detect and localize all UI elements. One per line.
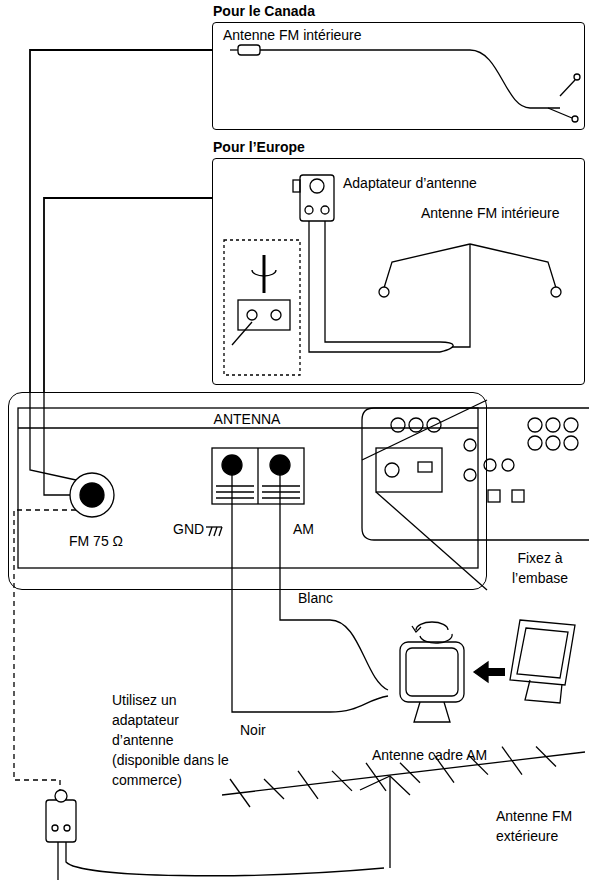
antenna-adapter	[293, 175, 470, 352]
antenna-cable	[44, 198, 212, 392]
instruction-note: Fixez à l’embase	[494, 548, 586, 588]
antenna-element	[536, 747, 556, 767]
fm-wire	[30, 392, 76, 480]
text-label: Antenne FM intérieure	[421, 205, 560, 222]
outdoor-antenna-adapter	[46, 790, 384, 880]
part-name: Antenne cadre AM	[372, 745, 487, 765]
antenna-panel-frame	[18, 408, 478, 568]
antenna-cable	[30, 50, 212, 392]
region-box: Pour l’EuropeAdaptateur d’antenneAntenne…	[212, 158, 585, 385]
indoor-fm-dipole	[379, 244, 561, 297]
wire-color-label: Noir	[240, 720, 266, 740]
antenna-panel: ANTENNA FM 75 Ω GND AM	[8, 392, 487, 590]
text-label: Adaptateur d’antenne	[343, 175, 477, 192]
fm-wire	[44, 392, 70, 495]
text-label: Antenne FM intérieure	[223, 27, 362, 44]
am-wire-white	[280, 465, 388, 690]
instruction-note: Utilisez un adaptateur d’antenne (dispon…	[112, 690, 240, 790]
indoor-fm-antenna	[230, 45, 580, 122]
terminal-detail-inset	[224, 240, 300, 375]
region-heading: Pour le Canada	[213, 3, 315, 20]
antenna-element	[264, 779, 284, 799]
antenna-element	[298, 771, 318, 799]
outdoor-fm-antenna	[222, 747, 585, 868]
part-name: Antenne FM extérieure	[496, 806, 584, 846]
wire-color-label: Blanc	[298, 588, 333, 608]
antenna-element	[400, 763, 420, 783]
am-wire-black	[232, 465, 388, 712]
region-box: Pour le CanadaAntenne FM intérieure	[212, 22, 585, 130]
text-label: ANTENNA	[214, 411, 281, 428]
antenna-element	[502, 747, 522, 775]
antenna-element	[366, 763, 386, 791]
text-label: GND	[173, 521, 204, 538]
am-loop-antenna	[400, 620, 575, 722]
region-heading: Pour l’Europe	[213, 139, 305, 156]
text-label: FM 75 Ω	[69, 533, 123, 550]
outdoor-fm-wire	[14, 510, 76, 792]
receiver-rear	[362, 400, 589, 590]
antenna-element	[332, 771, 352, 791]
antenna-element	[230, 779, 250, 807]
text-label: AM	[293, 521, 314, 538]
